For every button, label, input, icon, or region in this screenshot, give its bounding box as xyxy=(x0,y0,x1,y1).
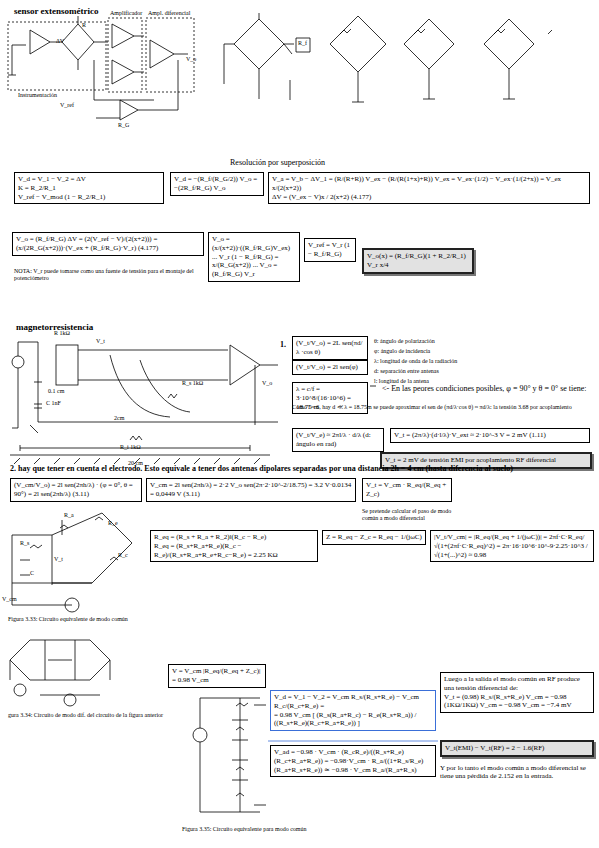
formula-text: Z = R_eq − Z_c = R_eq − 1/(jωC) xyxy=(326,533,422,542)
note-label: NOTA: V_r puede tomarse como una fuente … xyxy=(14,268,206,282)
formula-text: V_t = V_cm · R_eq/(R_eq + Z_c) xyxy=(366,481,448,499)
note-label: Y por lo tanto el modo común a modo dife… xyxy=(440,764,594,781)
formula-box: V_d = V_1 − V_2 = ΔVK = R_2/R_1V_ref − V… xyxy=(14,172,164,204)
formula-box: V_o(x) = (R_f/R_G)(1 + R_2/R_1) V_r x/4 xyxy=(362,248,474,274)
formula-box: |V_t/V_cm| = |R_eq/(R_eq + 1/(jωC))| = 2… xyxy=(430,530,594,562)
formula-text: R_eq = (R_s+R_a+R_e)(R_c − R_e)/(R_s+R_a… xyxy=(154,542,314,560)
note-label: Ampl. diferencial xyxy=(148,10,198,17)
note-label: λ: longitud de onda de la radiación xyxy=(374,358,524,365)
formula-box: V = V_cm |R_eq/(R_eq + Z_c)| = 0.98 V_cm xyxy=(168,664,266,688)
note-label: magnetorresistencia xyxy=(16,322,136,333)
formula-box: V_ad = −0.98 · V_cm · (R_cR_e)/((R_s+R_e… xyxy=(270,745,436,777)
formula-text: V_ref = V_r (1 − R_f/R_G) xyxy=(308,241,352,259)
formula-box: V_o = (x/(x+2))·((R_f/R_G)V_ex) ... V_r … xyxy=(208,232,300,282)
formula-text: V_o = (R_f/R_G) ΔV = (2(V_ref − V)/(2(x+… xyxy=(16,235,200,253)
note-label: 2cm xyxy=(114,415,138,422)
note-label: V_o xyxy=(186,56,202,63)
note-label: R_G xyxy=(118,122,138,129)
note-label: C 1nF xyxy=(46,400,72,407)
note-label: <- En las peores condiciones posibles, φ… xyxy=(382,384,594,394)
formula-box: V_a = V_b − ΔV_1 = (R/(R+R)) V_ex − (R/(… xyxy=(268,172,590,204)
formula-text: V_t(EMI) − V_t(RF) = 2 − 1.6(RF) xyxy=(445,744,589,753)
formula-box: Z = R_eq − Z_c = R_eq − 1/(jωC) xyxy=(322,530,426,545)
formula-box: V_ref = V_r (1 − R_f/R_G) xyxy=(304,238,356,262)
note-label: R_i 1kΩ xyxy=(120,444,160,451)
formula-box: V_t = V_cm · R_eq/(R_eq + Z_c) xyxy=(362,478,452,502)
note-label: V_cm xyxy=(2,596,24,603)
note-label: 2. hay que tener en cuenta el electrodo.… xyxy=(10,464,595,474)
note-label: φ: ángulo de incidencia xyxy=(374,348,514,355)
note-label: Como l ≈ 6, hay d ≪ λ = 18.75m se puede … xyxy=(292,404,592,411)
formula-text: = 0.98 V_cm [ (R_s(R_a+R_c) − R_e(R_s+R_… xyxy=(274,711,432,729)
note-label: Resolución por superposición xyxy=(230,158,410,168)
note-label: R_f xyxy=(298,40,312,47)
formula-text: V_d = −(R_f/(R_G/2)) V_o = −(2R_f/R_G) V… xyxy=(174,175,260,193)
note-label: Instrumentación xyxy=(18,92,78,99)
note-label: V_ref xyxy=(60,102,84,109)
note-label: 1. xyxy=(280,340,290,350)
note-label: Figura 3.33: Circuito equivalente de mod… xyxy=(8,616,148,623)
formula-text: V_ad = −0.98 · V_cm · (R_cR_e)/((R_s+R_e… xyxy=(274,748,432,774)
formula-text: V_t = (2π/λ)·(d·l/λ)·V_ext ≈ 2·10^-3 V =… xyxy=(394,431,586,440)
note-label: 0.1 cm xyxy=(48,388,78,395)
note-label: R_s xyxy=(20,540,36,547)
note-label: R_e xyxy=(108,520,124,527)
formula-text: V_ref − V_mod (1 − R_2/R_1) xyxy=(18,193,160,202)
formula-box: R_eq = (R_s + R_a + R_2)‖(R_c − R_e)R_eq… xyxy=(150,530,318,562)
note-label: V_t xyxy=(96,338,110,345)
formula-text: R_eq = (R_s + R_a + R_2)‖(R_c − R_e) xyxy=(154,533,314,542)
formula-text: |V_t/V_cm| = |R_eq/(R_eq + 1/(jωC))| = 2… xyxy=(434,533,590,559)
note-label: R xyxy=(82,22,92,29)
formula-box: V_d = −(R_f/(R_G/2)) V_o = −(2R_f/R_G) V… xyxy=(170,172,264,196)
formula-text: (V_t/V_o) = 2l sen(φ) xyxy=(296,363,364,372)
note-label: d: separación entre antenas xyxy=(374,368,514,375)
formula-text: V_cm = 2l sen(2πh/λ) = 2·2 V_o sen(2π·2·… xyxy=(150,481,352,499)
formula-text: V = V_cm |R_eq/(R_eq + Z_c)| = 0.98 V_cm xyxy=(172,667,262,685)
formula-text: V_t = 2 mV de tensión EMI por acoplamien… xyxy=(385,456,587,465)
formula-text: K = R_2/R_1 xyxy=(18,184,160,193)
formula-text: (V_t/V_o) = 2L sen(πd/λ ·cos θ) xyxy=(296,339,364,357)
formula-box: V_t = (2π/λ)·(d·l/λ)·V_ext ≈ 2·10^-3 V =… xyxy=(390,428,590,443)
note-label: gura 3.34: Circuito de modo dif. del cir… xyxy=(8,712,168,719)
formula-box: V_o = (R_f/R_G) ΔV = (2(V_ref − V)/(2(x+… xyxy=(12,232,204,256)
formula-box: V_t(EMI) − V_t(RF) = 2 − 1.6(RF) xyxy=(440,740,594,757)
formula-text: ΔV = (V_ex − V)x / 2(x+2) (4.177) xyxy=(272,193,586,202)
formula-box: (V_cm/V_o) = 2l sen(2πh/λ) · (φ = 0°, θ … xyxy=(10,478,142,502)
formula-box: (V_t/V_o) = 2L sen(πd/λ ·cos θ) xyxy=(292,336,368,360)
note-label: V_t xyxy=(54,556,66,563)
formula-text: V_o = (x/(x+2))·((R_f/R_G)V_ex) ... V_r … xyxy=(212,235,296,279)
formula-text: V_a = V_b − ΔV_1 = (R/(R+R)) V_ex − (R/(… xyxy=(272,175,586,193)
note-label: R_a xyxy=(64,512,80,519)
formula-text: (V_t/V_e) ≈ 2πl/λ · d/λ (d: ángulo en ra… xyxy=(296,431,380,449)
formula-box: V_d = V_1 − V_2 = V_cm R_s/(R_s+R_e) − V… xyxy=(270,690,436,731)
formula-text: V_d = V_1 − V_2 = ΔV xyxy=(18,175,160,184)
formula-box: (V_t/V_e) ≈ 2πl/λ · d/λ (d: ángulo en ra… xyxy=(292,428,384,452)
note-label: θ: ángulo de polarización xyxy=(374,338,514,345)
formula-box: (V_t/V_o) = 2l sen(φ) xyxy=(292,360,368,375)
note-label: Se pretende calcular el paso de modo com… xyxy=(362,508,452,522)
note-label: V_o xyxy=(262,380,278,387)
note-label: R_s 1kΩ xyxy=(182,380,222,387)
note-label: R 1kΩ xyxy=(54,330,94,337)
formula-text: V_d = V_1 − V_2 = V_cm R_s/(R_s+R_e) − V… xyxy=(274,693,432,711)
note-label: R_c xyxy=(118,552,134,559)
note-label: Figura 3.35: Circuito equivalente para m… xyxy=(182,826,352,833)
note-label: C xyxy=(30,570,42,577)
formula-text: (V_cm/V_o) = 2l sen(2πh/λ) · (φ = 0°, θ … xyxy=(14,481,138,499)
formula-box: V_cm = 2l sen(2πh/λ) = 2·2 V_o sen(2π·2·… xyxy=(146,478,356,502)
formula-text: V_o(x) = (R_f/R_G)(1 + R_2/R_1) V_r x/4 xyxy=(367,252,469,270)
note-label: Amplificador xyxy=(110,10,150,17)
note-label: ΔV xyxy=(56,38,70,45)
formula-box: Luego a la salida el modo común en RF pr… xyxy=(440,672,594,713)
formula-text: V_t = (0.98) R_s/(R_s+R_e) V_cm = −0.98 … xyxy=(444,693,590,711)
formula-text: Luego a la salida el modo común en RF pr… xyxy=(444,675,590,693)
